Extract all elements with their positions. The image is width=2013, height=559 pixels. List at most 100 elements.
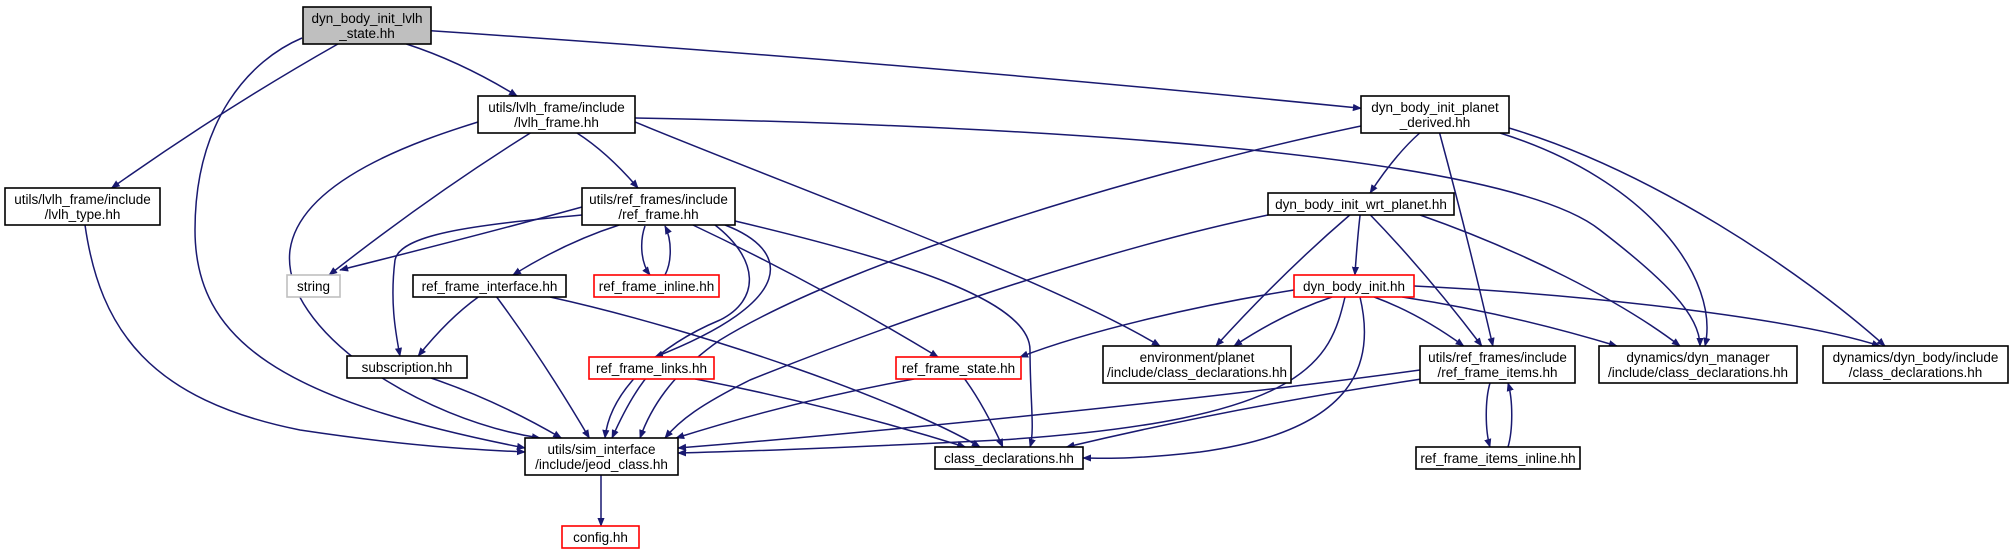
node-box bbox=[524, 437, 679, 476]
node-dyn-body-init[interactable]: dyn_body_init.hh bbox=[1293, 274, 1415, 298]
node-label-line: /include/class_declarations.hh bbox=[1107, 365, 1287, 380]
edge-arrow bbox=[1082, 296, 1366, 462]
edge-dyn_body_init-to-ref_frame_items bbox=[1373, 296, 1465, 347]
node-ref-frame-items[interactable]: utils/ref_frames/include/ref_frame_items… bbox=[1419, 345, 1576, 384]
edge-ref_frame_items-to-jeod_class bbox=[677, 369, 1421, 451]
node-box bbox=[895, 356, 1022, 380]
edge-arrow bbox=[639, 125, 1362, 439]
edge-planet_derived-to-dyn_body_cd bbox=[1508, 127, 1886, 347]
edge-arrow bbox=[664, 225, 672, 276]
node-label-line: dyn_body_init_lvlh bbox=[311, 11, 422, 26]
edge-ref_frame-to-subscription bbox=[392, 214, 583, 357]
node-lvlh-frame[interactable]: utils/lvlh_frame/include/lvlh_frame.hh bbox=[477, 95, 636, 134]
node-label-line: dyn_body_init_wrt_planet.hh bbox=[1275, 197, 1447, 212]
edge-lvlh_frame-to-jeod_class bbox=[288, 121, 541, 441]
node-label-line: /ref_frame.hh bbox=[618, 207, 698, 222]
node-env-planet[interactable]: environment/planet/include/class_declara… bbox=[1102, 345, 1292, 384]
edge-planet_derived-to-wrt_planet bbox=[1369, 132, 1421, 194]
node-ref-frame-state[interactable]: ref_frame_state.hh bbox=[895, 356, 1022, 380]
edge-arrow bbox=[675, 378, 915, 439]
node-string[interactable]: string bbox=[286, 274, 341, 298]
edge-lvlh_frame-to-ref_frame bbox=[576, 132, 639, 189]
node-label-line: dyn_body_init_planet bbox=[1371, 100, 1499, 115]
node-ref-frame-items-inline[interactable]: ref_frame_items_inline.hh bbox=[1415, 446, 1581, 470]
node-label-line: /lvlh_type.hh bbox=[45, 207, 121, 222]
node-label-line: utils/ref_frames/include bbox=[589, 192, 728, 207]
node-box bbox=[346, 355, 468, 379]
edge-lvlh_type-to-jeod_class bbox=[84, 224, 526, 456]
edge-dyn_body_init-to-env_planet bbox=[1233, 296, 1333, 347]
node-label-line: ref_frame_interface.hh bbox=[422, 279, 558, 294]
edge-arrow bbox=[430, 377, 563, 439]
node-label-line: subscription.hh bbox=[362, 360, 453, 375]
edge-ref_frame-to-ref_frame_inline bbox=[640, 225, 651, 276]
node-box bbox=[561, 525, 640, 549]
node-wrt-planet[interactable]: dyn_body_init_wrt_planet.hh bbox=[1267, 192, 1455, 216]
node-box bbox=[1415, 446, 1581, 470]
edge-subscription-to-jeod_class bbox=[430, 377, 563, 439]
edge-ref_frame_interface-to-jeod_class bbox=[496, 296, 590, 439]
node-box bbox=[1360, 95, 1510, 134]
edge-arrow bbox=[602, 224, 751, 439]
edge-arrow bbox=[1215, 214, 1351, 347]
edge-arrow bbox=[654, 224, 772, 358]
node-planet-derived[interactable]: dyn_body_init_planet_derived.hh bbox=[1360, 95, 1510, 134]
node-root[interactable]: dyn_body_init_lvlh_state.hh bbox=[302, 6, 432, 45]
edge-wrt_planet-to-ref_frame_items bbox=[1369, 214, 1483, 347]
edge-ref_frame_items_inline-to-ref_frame_items bbox=[1506, 382, 1514, 448]
node-ref-frame-links[interactable]: ref_frame_links.hh bbox=[588, 356, 715, 380]
node-dyn-body-cd[interactable]: dynamics/dyn_body/include/class_declarat… bbox=[1822, 345, 2009, 384]
edge-arrow bbox=[110, 43, 339, 189]
node-ref-frame-interface[interactable]: ref_frame_interface.hh bbox=[412, 274, 567, 298]
node-jeod-class[interactable]: utils/sim_interface/include/jeod_class.h… bbox=[524, 437, 679, 476]
edge-ref_frame_inline-to-ref_frame bbox=[664, 225, 672, 276]
edge-ref_frame_interface-to-subscription bbox=[417, 296, 479, 357]
node-label-line: /lvlh_frame.hh bbox=[514, 115, 599, 130]
edge-arrow bbox=[406, 43, 518, 97]
edge-arrow bbox=[392, 214, 583, 357]
edge-arrow bbox=[1351, 214, 1361, 276]
node-dyn-manager[interactable]: dynamics/dyn_manager/include/class_decla… bbox=[1598, 345, 1798, 384]
edge-arrow bbox=[1369, 214, 1483, 347]
node-label-line: ref_frame_links.hh bbox=[596, 361, 707, 376]
edge-arrow bbox=[1369, 132, 1421, 194]
node-config[interactable]: config.hh bbox=[561, 525, 640, 549]
edge-lvlh_frame-to-dyn_manager bbox=[634, 117, 1704, 347]
edge-arrow bbox=[640, 225, 651, 276]
edge-arrow bbox=[328, 132, 531, 276]
nodes-layer: dyn_body_init_lvlh_state.hh utils/lvlh_fr… bbox=[4, 6, 2009, 549]
edge-root-to-lvlh_frame bbox=[406, 43, 518, 97]
node-label-line: ref_frame_items_inline.hh bbox=[1420, 451, 1575, 466]
node-box bbox=[588, 356, 715, 380]
node-box bbox=[1267, 192, 1455, 216]
edge-ref_frame_items-to-ref_frame_items_inline bbox=[1484, 382, 1492, 448]
node-box bbox=[302, 6, 432, 45]
edge-ref_frame_links-to-jeod_class bbox=[611, 378, 646, 439]
edge-arrow bbox=[1499, 132, 1711, 347]
node-label-line: string bbox=[297, 279, 330, 294]
node-box bbox=[593, 274, 720, 298]
node-label-line: utils/ref_frames/include bbox=[1428, 350, 1567, 365]
node-subscription[interactable]: subscription.hh bbox=[346, 355, 468, 379]
node-ref-frame-inline[interactable]: ref_frame_inline.hh bbox=[593, 274, 720, 298]
edge-arrow bbox=[677, 296, 1346, 457]
edge-arrow bbox=[664, 214, 1269, 439]
edge-arrow bbox=[549, 296, 981, 448]
edge-dyn_body_init-to-dyn_body_cd bbox=[1413, 285, 1881, 347]
node-label-line: /ref_frame_items.hh bbox=[1437, 365, 1557, 380]
node-class-decl[interactable]: class_declarations.hh bbox=[934, 446, 1084, 470]
node-lvlh-type[interactable]: utils/lvlh_frame/include/lvlh_type.hh bbox=[4, 187, 161, 226]
node-box bbox=[581, 187, 736, 226]
node-label-line: dynamics/dyn_manager bbox=[1626, 350, 1770, 365]
edge-arrow bbox=[692, 224, 939, 358]
node-label-line: config.hh bbox=[573, 530, 628, 545]
edge-arrow bbox=[576, 132, 639, 189]
edge-planet_derived-to-jeod_class bbox=[639, 125, 1362, 439]
node-label-line: class_declarations.hh bbox=[944, 451, 1074, 466]
node-label-line: ref_frame_state.hh bbox=[902, 361, 1015, 376]
node-ref-frame[interactable]: utils/ref_frames/include/ref_frame.hh bbox=[581, 187, 736, 226]
edge-arrow bbox=[1402, 296, 1618, 348]
edge-arrow bbox=[695, 378, 967, 449]
node-box bbox=[477, 95, 636, 134]
